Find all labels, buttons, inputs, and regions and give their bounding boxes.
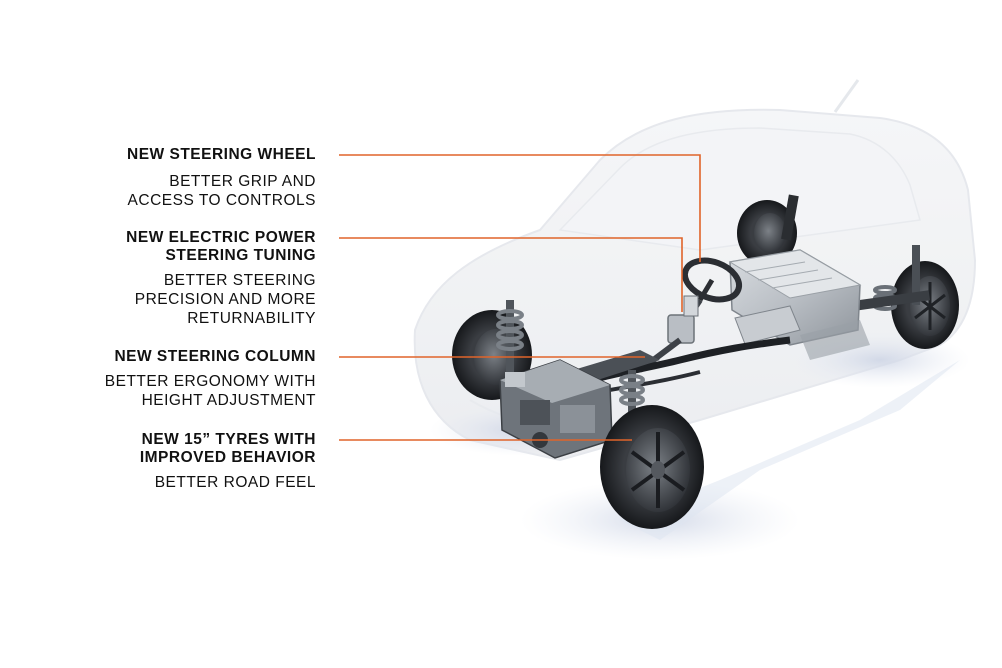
callout-title: NEW 15” TYRES WITH <box>141 431 316 448</box>
front-left-strut <box>496 300 524 380</box>
callout-electric-power-steering: NEW ELECTRIC POWER STEERING TUNING BETTE… <box>126 229 316 328</box>
callout-title: NEW ELECTRIC POWER <box>126 229 316 246</box>
callout-description: BETTER STEERING <box>163 272 316 289</box>
callout-description: ACCESS TO CONTROLS <box>127 192 316 209</box>
callout-description: PRECISION AND MORE <box>134 291 316 308</box>
steering-wheel <box>681 257 743 303</box>
rear-right-wheel <box>891 261 959 349</box>
callout-title: IMPROVED BEHAVIOR <box>139 449 316 466</box>
electric-motor <box>499 359 613 459</box>
callout-title: NEW STEERING WHEEL <box>127 146 316 163</box>
callout-description: RETURNABILITY <box>187 310 316 327</box>
leader-lines <box>339 154 701 441</box>
leader-line-eps <box>339 237 683 312</box>
leader-line-steering-wheel <box>339 154 701 262</box>
callout-tyres: NEW 15” TYRES WITH IMPROVED BEHAVIOR BET… <box>140 431 316 492</box>
callout-title: STEERING TUNING <box>165 247 316 264</box>
callout-steering-column: NEW STEERING COLUMN BETTER ERGONOMY WITH… <box>105 348 316 410</box>
callout-steering-wheel: NEW STEERING WHEEL BETTER GRIP AND ACCES… <box>127 146 316 210</box>
callout-title: NEW STEERING COLUMN <box>114 348 316 365</box>
callout-description: HEIGHT ADJUSTMENT <box>141 392 316 409</box>
front-right-wheel <box>600 405 704 529</box>
callout-description: BETTER GRIP AND <box>169 173 316 190</box>
callout-description: BETTER ROAD FEEL <box>154 474 316 491</box>
steering-column <box>638 295 703 373</box>
rear-left-wheel <box>737 194 799 266</box>
battery-pack <box>728 249 870 360</box>
callout-description: BETTER ERGONOMY WITH <box>104 373 316 390</box>
front-right-strut <box>619 370 645 435</box>
